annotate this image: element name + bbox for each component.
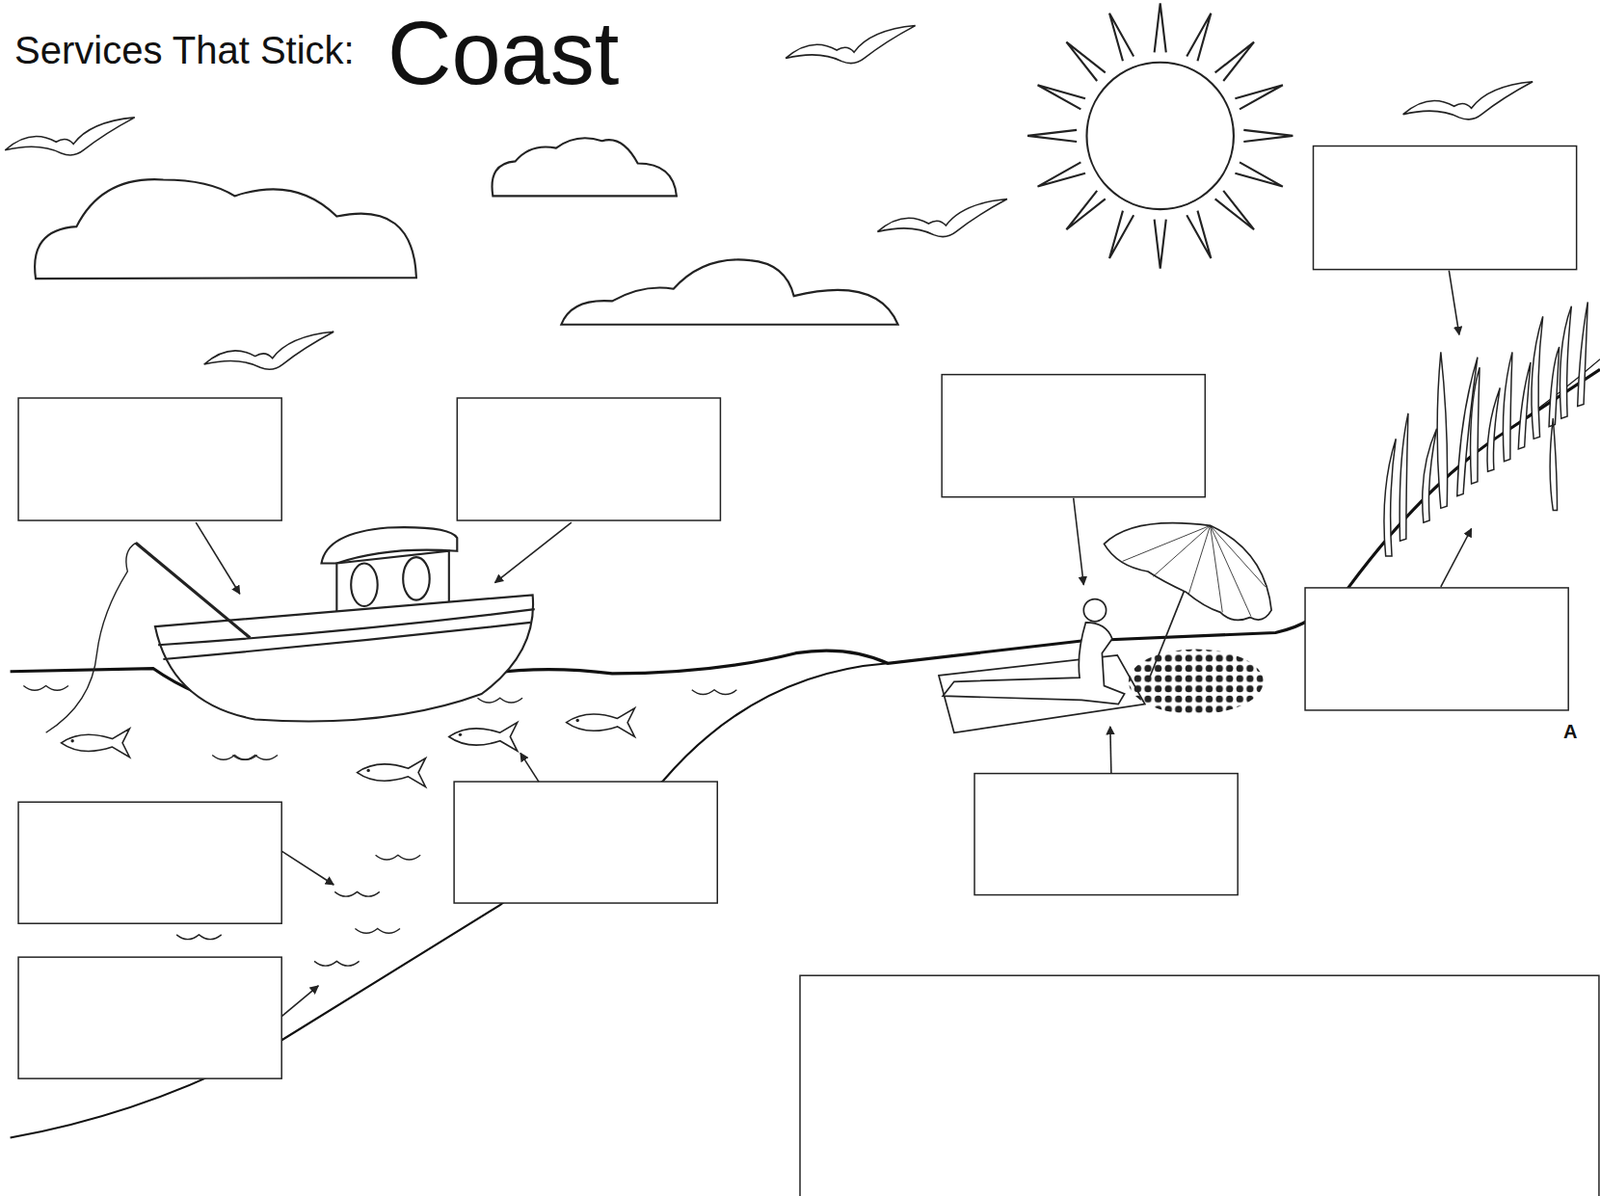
answer-box bbox=[941, 374, 1205, 498]
sun-ray bbox=[1066, 190, 1105, 230]
sun bbox=[1027, 2, 1293, 268]
boat-window bbox=[350, 563, 378, 607]
pointer-arrow bbox=[281, 986, 319, 1017]
pointer-arrows bbox=[195, 270, 1471, 1017]
umbrella-canopy bbox=[1103, 523, 1272, 621]
sun-ray bbox=[1154, 219, 1167, 269]
pointer-arrow bbox=[281, 851, 334, 885]
birds bbox=[4, 26, 1533, 371]
sun-ray bbox=[1109, 13, 1134, 61]
sun-ray bbox=[1234, 161, 1282, 187]
bird bbox=[4, 117, 134, 156]
fish bbox=[61, 728, 131, 758]
answer-box bbox=[18, 398, 282, 521]
sun-ray bbox=[1215, 190, 1254, 230]
sun-ray bbox=[1154, 2, 1167, 53]
shore-line bbox=[10, 663, 888, 1138]
answer-box bbox=[974, 773, 1238, 896]
answer-box bbox=[18, 801, 282, 924]
grass-blade bbox=[1531, 316, 1544, 439]
pointer-arrow bbox=[1110, 726, 1112, 774]
wave bbox=[375, 854, 422, 860]
grass-blade bbox=[1559, 306, 1572, 419]
fishing-line bbox=[46, 542, 136, 733]
pointer-arrow bbox=[520, 752, 539, 782]
sun-ray bbox=[1027, 130, 1077, 142]
umbrella-ribs bbox=[1122, 525, 1266, 616]
fish bbox=[357, 758, 427, 788]
clouds bbox=[34, 137, 899, 325]
wave bbox=[477, 697, 523, 703]
dune-grass bbox=[1384, 301, 1588, 557]
sun-ray bbox=[1186, 13, 1211, 61]
cloud bbox=[34, 179, 417, 279]
wave bbox=[334, 891, 380, 897]
grass-blade bbox=[1470, 367, 1481, 484]
sun-ray bbox=[1109, 211, 1134, 259]
wave bbox=[176, 934, 222, 940]
part-label: A bbox=[1563, 721, 1577, 742]
grass-blade bbox=[1399, 413, 1409, 541]
sun-ray bbox=[1038, 84, 1086, 109]
sun-disc bbox=[1086, 62, 1233, 210]
grass-blade bbox=[1548, 346, 1560, 427]
bird bbox=[877, 199, 1007, 238]
pointer-arrow bbox=[195, 522, 240, 594]
wave bbox=[354, 929, 400, 934]
fish bbox=[449, 722, 518, 752]
cloud bbox=[492, 137, 677, 196]
grass-blade bbox=[1384, 438, 1396, 557]
answer-box bbox=[453, 781, 718, 904]
grass-blade bbox=[1422, 428, 1438, 523]
pointer-arrow bbox=[1448, 270, 1460, 336]
wave bbox=[212, 755, 258, 761]
cloud bbox=[560, 259, 898, 324]
sun-ray bbox=[1243, 130, 1293, 142]
grass-blade bbox=[1437, 351, 1447, 508]
grass-blade bbox=[1502, 351, 1513, 461]
title-prefix: Services That Stick: bbox=[14, 30, 355, 70]
bird bbox=[1403, 81, 1533, 120]
sunbather-head bbox=[1083, 599, 1106, 622]
sun-ray bbox=[1186, 211, 1211, 259]
grass-blade bbox=[1487, 387, 1500, 472]
answer-box bbox=[1313, 146, 1577, 270]
grass-blade bbox=[1549, 418, 1557, 510]
sun-ray bbox=[1038, 161, 1086, 187]
boat-hull bbox=[155, 594, 534, 721]
pointer-arrow bbox=[1073, 498, 1085, 586]
sun-rays bbox=[1027, 2, 1293, 268]
sunbather-body bbox=[942, 622, 1124, 705]
answer-panel bbox=[800, 975, 1600, 1196]
bird bbox=[785, 26, 915, 64]
bird bbox=[204, 331, 334, 370]
wave bbox=[23, 686, 69, 692]
sun-ray bbox=[1234, 84, 1282, 109]
pointer-arrow bbox=[1440, 529, 1472, 587]
boat-window bbox=[402, 557, 430, 600]
grass-blade bbox=[1577, 301, 1589, 406]
sun-ray bbox=[1215, 42, 1254, 81]
answer-boxes bbox=[18, 146, 1600, 1196]
boat-stripe bbox=[158, 609, 535, 660]
pointer-arrow bbox=[494, 522, 571, 583]
answer-box bbox=[1305, 587, 1569, 711]
beach-scene bbox=[938, 523, 1272, 734]
wave bbox=[692, 690, 738, 695]
fishing-rod bbox=[135, 542, 251, 638]
fish bbox=[566, 708, 636, 738]
wave bbox=[314, 960, 360, 966]
grass-blade bbox=[1518, 362, 1531, 450]
fishing-boat bbox=[46, 527, 535, 733]
sun-ray bbox=[1066, 42, 1105, 81]
answer-box bbox=[456, 398, 720, 521]
title: Coast bbox=[387, 8, 619, 98]
answer-box bbox=[18, 957, 282, 1079]
fish bbox=[61, 708, 636, 788]
